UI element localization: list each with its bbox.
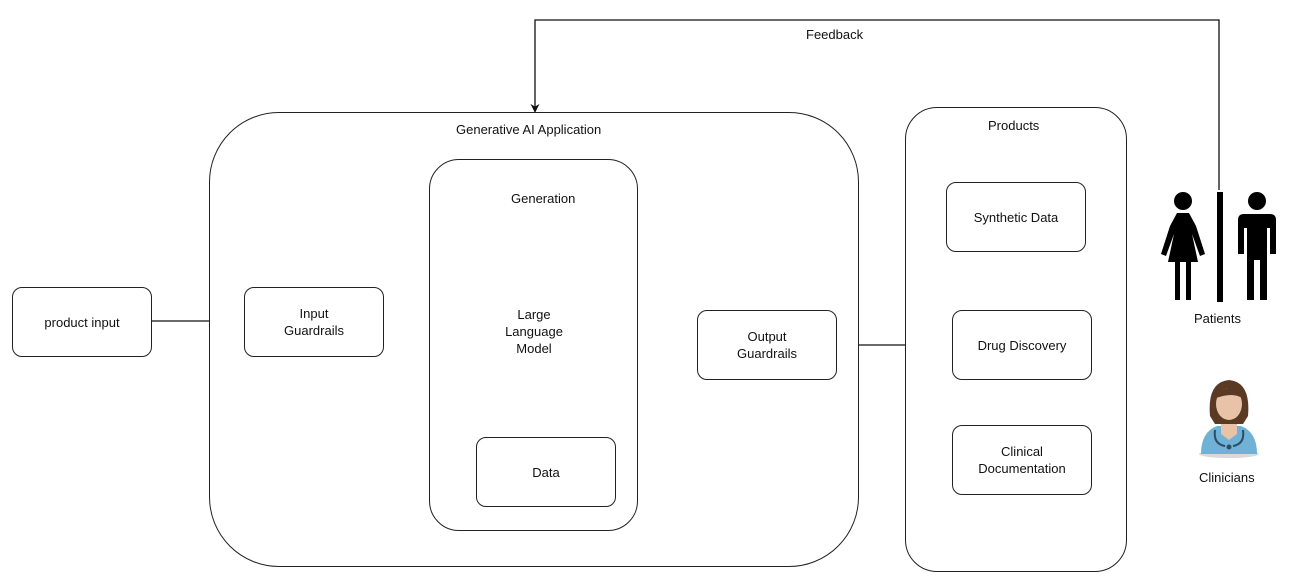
patients-label: Patients [1194, 311, 1241, 326]
drug-discovery-label: Drug Discovery [977, 337, 1067, 353]
feedback-arrow [530, 19, 1220, 190]
generative-ai-application-title: Generative AI Application [456, 122, 602, 137]
clinical-documentation-label: Clinical Documentation [978, 444, 1066, 476]
output-guardrails-box[interactable]: Output Guardrails [697, 310, 837, 380]
generation-title: Generation [511, 191, 576, 206]
clinicians-label: Clinicians [1199, 470, 1255, 485]
product-input-label: product input [44, 314, 120, 330]
products-title: Products [988, 118, 1040, 133]
clinical-documentation-box[interactable]: Clinical Documentation [952, 425, 1092, 495]
output-guardrails-label: Output Guardrails [737, 329, 797, 361]
llm-label: Large Language Model [505, 306, 563, 356]
input-guardrails-label: Input Guardrails [284, 306, 344, 338]
data-box[interactable]: Data [476, 437, 616, 507]
input-guardrails-box[interactable]: Input Guardrails [244, 287, 384, 357]
drug-discovery-box[interactable]: Drug Discovery [952, 310, 1092, 380]
restroom-people-icon [1161, 192, 1276, 302]
synthetic-data-box[interactable]: Synthetic Data [946, 182, 1086, 252]
feedback-label: Feedback [806, 27, 864, 42]
product-input-box[interactable]: product input [12, 287, 152, 357]
synthetic-data-label: Synthetic Data [973, 209, 1059, 225]
data-label: Data [532, 464, 560, 480]
doctor-avatar-icon [1199, 380, 1259, 458]
